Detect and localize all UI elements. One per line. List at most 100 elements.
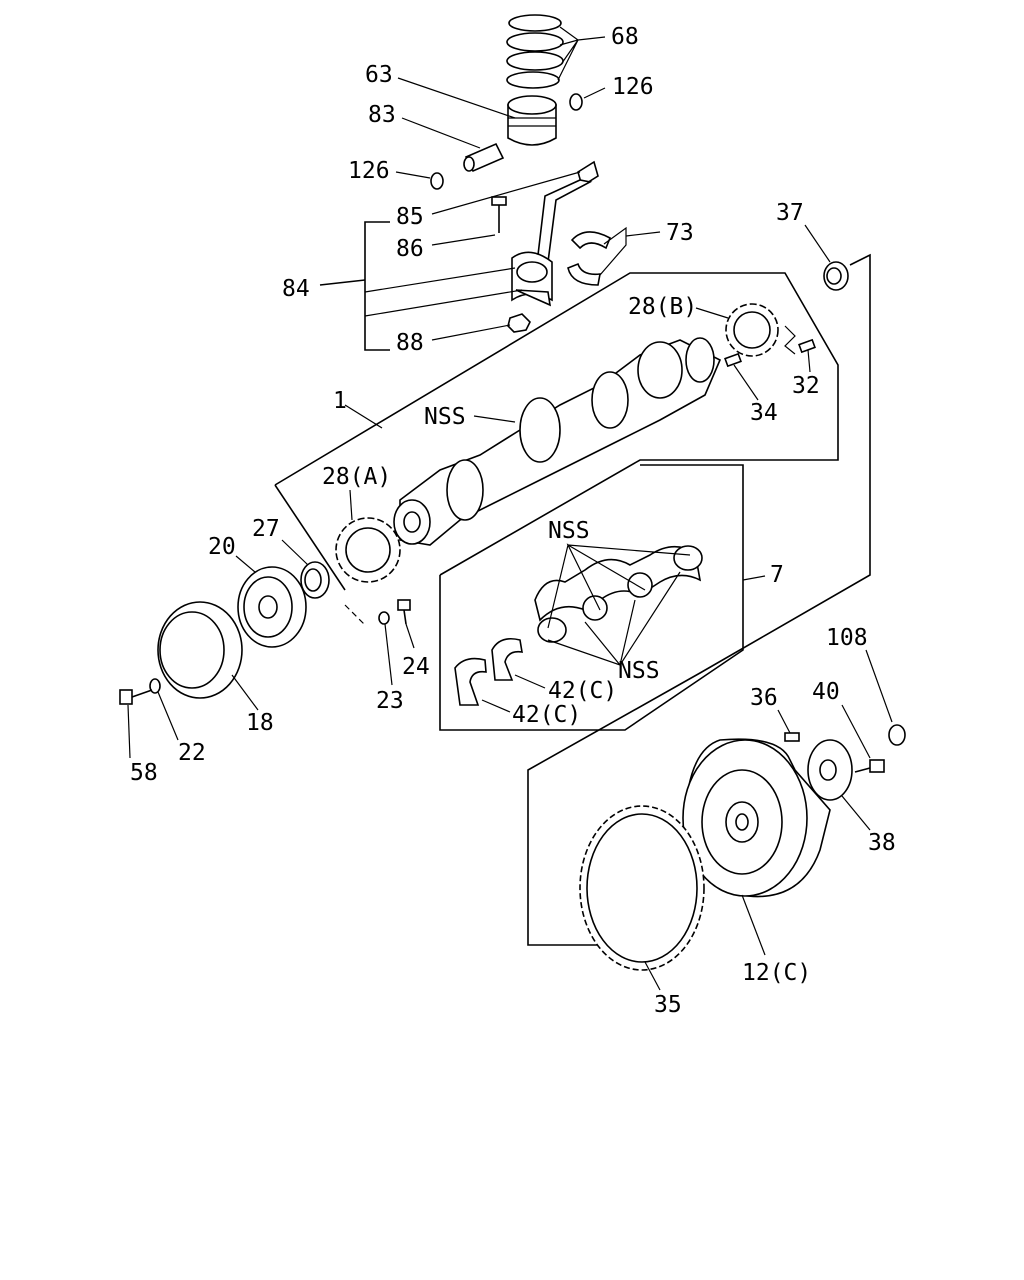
- crank-pulley: [237, 566, 307, 648]
- label-12c: 12(C): [742, 960, 811, 986]
- lnss3-leaders: [547, 571, 681, 667]
- label-18: 18: [246, 710, 274, 736]
- thrust-washer-lower: [454, 657, 487, 706]
- flywheel-group-frame: [527, 253, 871, 946]
- label-83: 83: [368, 102, 396, 128]
- piston-pin: [463, 142, 505, 173]
- l38-leader: [841, 795, 871, 831]
- crankshaft-frame-edge: [274, 484, 346, 591]
- l37-leader: [804, 224, 831, 263]
- l35-leader: [644, 961, 661, 991]
- gear-washer: [378, 611, 390, 625]
- pulley-bolt: [119, 689, 153, 705]
- snap-ring-left: [430, 172, 444, 190]
- l108-leader: [865, 649, 893, 723]
- label-38: 38: [868, 830, 896, 856]
- crankshaft-group-frame: [274, 272, 839, 576]
- label-36: 36: [750, 685, 778, 711]
- main-bearing-set: [534, 545, 703, 643]
- label-34: 34: [750, 400, 778, 426]
- flywheel: [682, 738, 831, 898]
- l12c-leader: [741, 894, 766, 956]
- l42c1-leader: [514, 674, 546, 689]
- oil-seal-rear: [823, 261, 849, 291]
- l85-leader: [431, 171, 581, 215]
- label-63: 63: [365, 62, 393, 88]
- l58-leader: [127, 704, 131, 759]
- label-126-right: 126: [612, 74, 654, 100]
- conrod-nut: [507, 313, 531, 333]
- flywheel-plate: [807, 739, 853, 801]
- snap-ring-right: [569, 93, 583, 111]
- label-23: 23: [376, 688, 404, 714]
- label-nss-crankshaft: NSS: [424, 404, 466, 430]
- l7-leader: [742, 575, 766, 581]
- label-1: 1: [333, 388, 347, 414]
- piston: [507, 95, 557, 146]
- label-nss-bearings-upper: NSS: [548, 518, 590, 544]
- l1-leader: [344, 404, 383, 429]
- label-126-left: 126: [348, 158, 390, 184]
- l86-leader: [431, 234, 496, 246]
- l84-leader: [319, 279, 366, 286]
- l83-leader: [401, 117, 481, 149]
- label-108: 108: [826, 625, 868, 651]
- lnss2-leaders: [547, 543, 691, 629]
- label-88: 88: [396, 330, 424, 356]
- l24-leader: [405, 623, 415, 649]
- l40-leader: [841, 704, 871, 759]
- label-7: 7: [770, 562, 784, 588]
- l34-leader: [733, 364, 759, 401]
- conrod-bolt: [491, 196, 507, 233]
- crankshaft-frame-dash: [344, 604, 366, 626]
- bearing-group-frame: [439, 464, 744, 731]
- label-86: 86: [396, 236, 424, 262]
- label-40: 40: [812, 679, 840, 705]
- l84-leader-b: [364, 289, 523, 317]
- pin-32-bracket: [784, 325, 796, 355]
- l126b-leader: [395, 171, 431, 179]
- l73-leader-a: [599, 226, 627, 276]
- label-85: 85: [396, 204, 424, 230]
- l18-leader: [231, 674, 259, 711]
- flywheel-snap-ring: [888, 724, 906, 746]
- l84-leader-a: [364, 267, 516, 293]
- crankshaft: [393, 337, 722, 546]
- l42c2-leader: [481, 699, 511, 713]
- l126a-leader: [583, 87, 606, 99]
- thrust-washer-upper: [491, 637, 523, 681]
- gear-bolt: [397, 599, 411, 625]
- l27-leader: [281, 539, 309, 566]
- l68-leader: [577, 36, 606, 41]
- l36-leader: [777, 709, 791, 734]
- ring-gear: [579, 805, 705, 971]
- label-58: 58: [130, 760, 158, 786]
- l28a-leader: [349, 489, 353, 521]
- dowel-pin-32: [798, 338, 816, 354]
- label-28b: 28(B): [628, 294, 697, 320]
- label-22: 22: [178, 740, 206, 766]
- l28b-leader: [695, 307, 729, 319]
- dowel-pin-34: [724, 352, 742, 368]
- connecting-rod: [511, 160, 599, 307]
- label-24: 24: [402, 654, 430, 680]
- crank-gear-a: [335, 517, 401, 583]
- label-32: 32: [792, 373, 820, 399]
- pulley-washer: [149, 678, 161, 694]
- flywheel-bolt: [854, 759, 885, 773]
- lnss1-leader: [473, 415, 516, 423]
- label-68: 68: [611, 24, 639, 50]
- front-oil-seal: [300, 561, 330, 599]
- flywheel-pin: [784, 732, 800, 742]
- l88-leader: [431, 324, 511, 341]
- crank-gear-b: [725, 303, 779, 357]
- label-nss-bearings-lower: NSS: [618, 658, 660, 684]
- label-84: 84: [282, 276, 310, 302]
- label-35: 35: [654, 992, 682, 1018]
- label-42c-upper: 42(C): [548, 678, 617, 704]
- label-27: 27: [252, 516, 280, 542]
- label-20: 20: [208, 534, 236, 560]
- l20-leader: [235, 555, 256, 573]
